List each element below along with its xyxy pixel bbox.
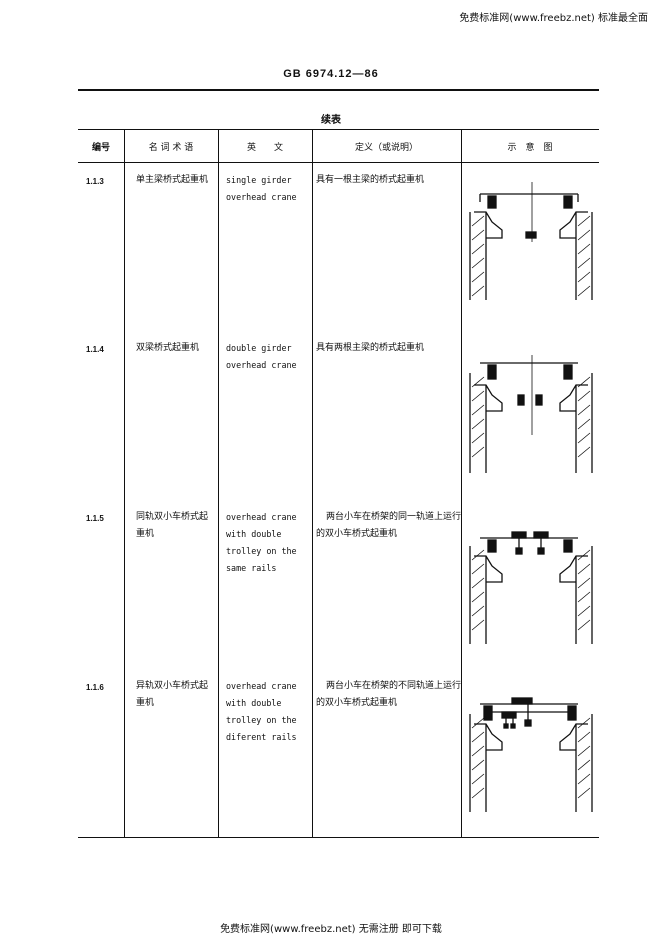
column-divider: [124, 130, 125, 837]
continued-label: 续表: [321, 115, 341, 126]
single-girder-crane-diagram: [469, 182, 593, 300]
table-row-english: overhead crane with double trolley on th…: [226, 681, 297, 742]
table-header-border: [78, 162, 599, 163]
column-divider: [312, 130, 313, 837]
table-row-definition: 两台小车在桥架的不同轨道上运行的双小车桥式起重机: [316, 681, 462, 708]
double-girder-crane-diagram: [469, 355, 593, 473]
header-code: 编号: [91, 143, 110, 153]
column-divider: [461, 130, 462, 837]
header-term: 名 词 术 语: [148, 143, 194, 153]
table-row-term: 同轨双小车桥式起重机: [136, 512, 209, 539]
table-row-term: 单主梁桥式起重机: [136, 175, 209, 185]
header-definition: 定义（或说明）: [354, 143, 418, 153]
header-rule: [78, 89, 599, 91]
table-row-code: 1.1.4: [86, 345, 104, 354]
table-row-definition: 具有一根主梁的桥式起重机: [316, 175, 425, 185]
standard-number: GB 6974.12—86: [283, 68, 379, 80]
table-row-code: 1.1.5: [86, 514, 104, 523]
column-divider: [218, 130, 219, 837]
download-banner: 免费标准网(www.freebz.net) 无需注册 即可下载: [220, 924, 442, 935]
table-row-code: 1.1.3: [86, 177, 104, 186]
table-row-term: 异轨双小车桥式起重机: [136, 681, 209, 708]
table-row-english: double girder overhead crane: [226, 343, 297, 370]
table-top-border: [78, 129, 599, 130]
table-row-code: 1.1.6: [86, 683, 104, 692]
different-rail-double-trolley-diagram: [469, 697, 593, 812]
header-diagram: 示 意 图: [507, 143, 553, 153]
table-row-definition: 具有两根主梁的桥式起重机: [316, 343, 425, 353]
table-row-english: single girder overhead crane: [226, 175, 297, 202]
same-rail-double-trolley-diagram: [469, 531, 593, 644]
table-bottom-border: [78, 837, 599, 838]
table-row-english: overhead crane with double trolley on th…: [226, 512, 297, 573]
header-english: 英 文: [246, 143, 283, 153]
table-row-definition: 两台小车在桥架的同一轨道上运行的双小车桥式起重机: [316, 512, 462, 539]
site-banner: 免费标准网(www.freebz.net) 标准最全面: [459, 13, 648, 24]
table-row-term: 双梁桥式起重机: [136, 343, 200, 353]
